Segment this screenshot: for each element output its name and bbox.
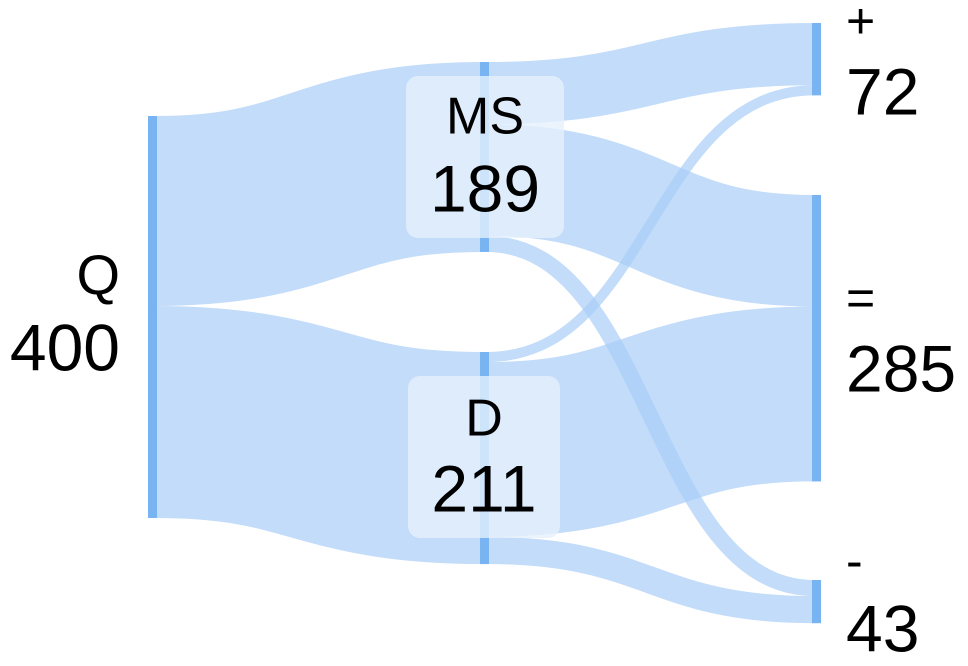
node-value-plus: 72 [846,54,919,128]
node-label-MS: MS [446,88,524,146]
node-label-D: D [465,390,503,448]
node-label-minus: - [846,533,863,589]
node-eq [812,195,821,482]
node-value-Q: 400 [10,310,120,384]
node-label-Q: Q [76,243,120,306]
node-value-D: 211 [431,451,536,525]
link-D-to-minus [486,536,815,624]
node-plus [812,23,821,96]
label-box-D [408,376,560,538]
node-value-MS: 189 [430,151,540,225]
node-minus [812,580,821,624]
node-value-minus: 43 [846,591,919,665]
node-label-plus: + [846,0,875,49]
node-Q [148,116,157,518]
label-box-MS [406,76,564,238]
link-D-to-plus [486,85,815,363]
node-value-eq: 285 [846,331,956,405]
node-label-eq: = [846,270,875,326]
